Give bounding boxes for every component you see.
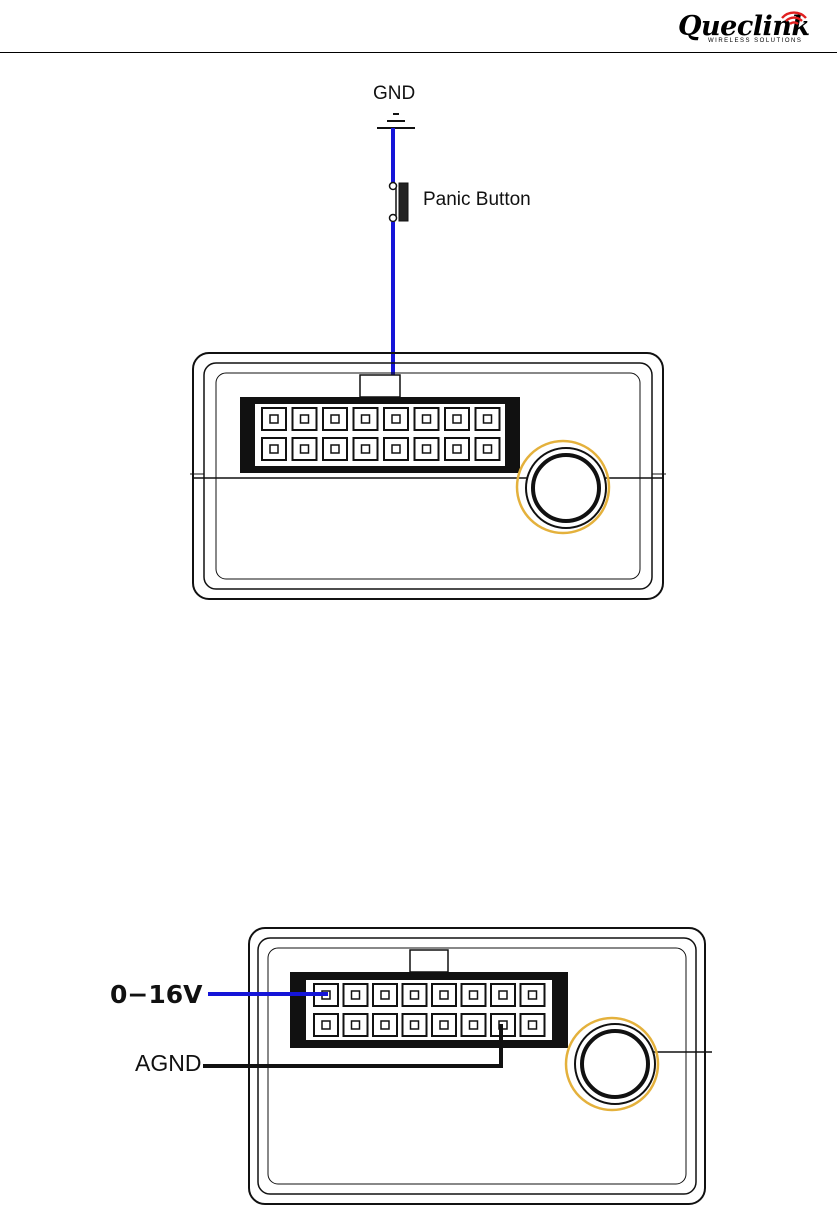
- connector-pin-hole: [381, 991, 389, 999]
- connector-pin-hole: [529, 991, 537, 999]
- connector-pin-hole: [411, 991, 419, 999]
- connector-pin-hole: [322, 1021, 330, 1029]
- agnd-label: AGND: [135, 1050, 201, 1077]
- connector-pin-hole: [470, 1021, 478, 1029]
- connector-pin-hole: [411, 1021, 419, 1029]
- connector-pin-hole: [440, 1021, 448, 1029]
- connector-pin-hole: [352, 1021, 360, 1029]
- connector-pin-hole: [529, 1021, 537, 1029]
- connector-pin-hole: [352, 991, 360, 999]
- analog-input-voltage-label: 0−16V: [110, 980, 202, 1009]
- connector-pin-hole: [499, 991, 507, 999]
- device-button-icon: [566, 1018, 658, 1110]
- connector-pin-hole: [440, 991, 448, 999]
- connector-pin-hole: [381, 1021, 389, 1029]
- connector-pin-hole: [470, 991, 478, 999]
- connector-latch-2: [410, 950, 448, 972]
- wiring-connector-16pin-2: [290, 972, 568, 1048]
